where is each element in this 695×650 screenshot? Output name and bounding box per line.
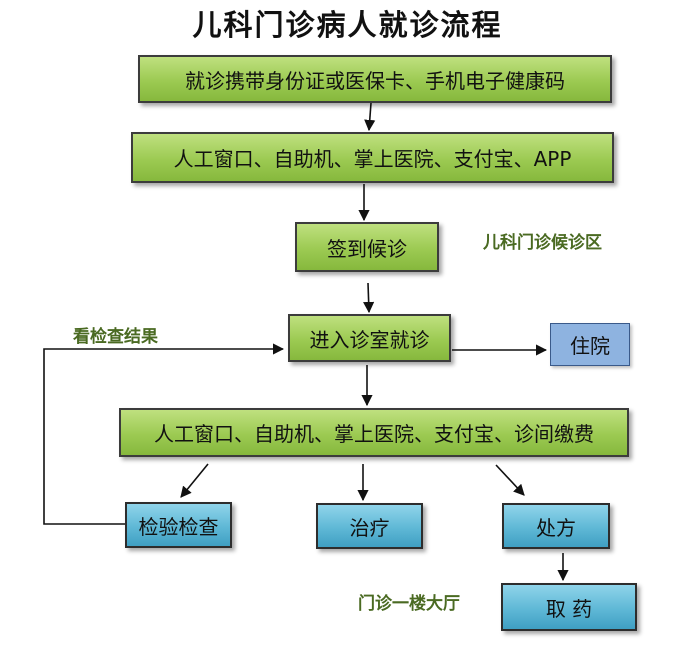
arrow-1-to-2 (364, 102, 376, 132)
arrow-exam-back-to-consult (43, 343, 285, 525)
arrow-5-to-prescription (495, 464, 525, 496)
arrow-5-to-exam (180, 463, 209, 498)
pickup-medicine-box: 取 药 (501, 583, 637, 631)
exam-box: 检验检查 (125, 502, 232, 548)
treatment-box: 治疗 (316, 503, 423, 549)
waiting-area-label: 儿科门诊候诊区 (483, 233, 602, 253)
step-registration-channels: 人工窗口、自助机、掌上医院、支付宝、APP (131, 132, 614, 183)
step-bring-documents: 就诊携带身份证或医保卡、手机电子健康码 (138, 55, 612, 103)
hospitalization-box: 住院 (550, 323, 630, 366)
pharmacy-location-label: 门诊一楼大厅 (358, 594, 460, 614)
prescription-box: 处方 (502, 503, 610, 549)
step-enter-consulting-room: 进入诊室就诊 (288, 314, 451, 362)
step-payment-channels: 人工窗口、自助机、掌上医院、支付宝、诊间缴费 (119, 408, 629, 457)
page-title: 儿科门诊病人就诊流程 (192, 8, 503, 42)
step-check-in-waiting: 签到候诊 (295, 222, 439, 272)
view-results-label: 看检查结果 (73, 327, 158, 347)
arrow-3-to-4 (363, 282, 375, 314)
